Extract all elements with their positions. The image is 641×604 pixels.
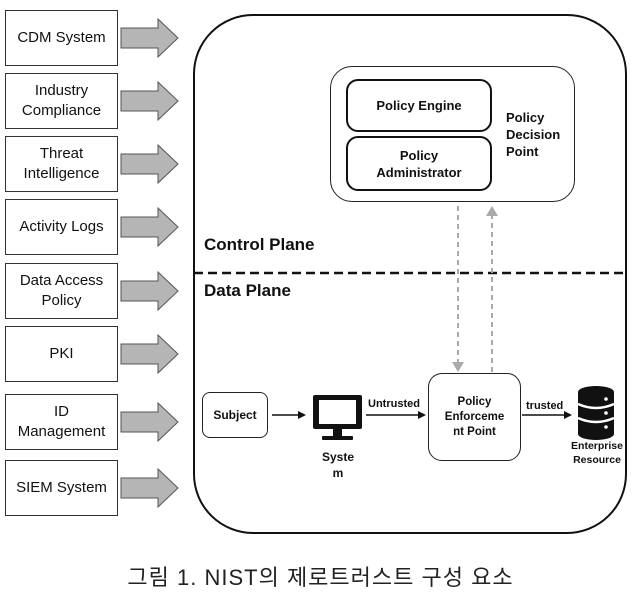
gray-arrow-icon — [120, 334, 179, 374]
policy-administrator-label: Policy Administrator — [376, 147, 462, 180]
gray-arrow-icon — [120, 402, 179, 442]
source-data-access-policy: Data Access Policy — [5, 263, 118, 319]
source-label: Activity Logs — [19, 218, 104, 235]
policy-engine-box: Policy Engine — [346, 79, 492, 132]
gray-arrow-icon — [120, 468, 179, 508]
source-activity-logs: Activity Logs — [5, 199, 118, 255]
pdp-to-pep-arrowhead — [452, 362, 464, 372]
policy-administrator-box: Policy Administrator — [346, 136, 492, 191]
source-cdm-system: CDM System — [5, 10, 118, 66]
gray-arrow-icon — [120, 271, 179, 311]
gray-arrow-icon — [120, 207, 179, 247]
source-id-management: ID Management — [5, 394, 118, 450]
gray-arrow-icon — [120, 18, 179, 58]
control-plane-label: Control Plane — [204, 235, 315, 254]
system-label: Syste m — [321, 450, 355, 480]
untrusted-label: Untrusted — [368, 398, 420, 410]
subject-label: Subject — [213, 408, 257, 422]
system-to-pep-arrowhead — [418, 411, 426, 419]
database-icon — [577, 386, 615, 440]
source-label: Industry Compliance — [21, 82, 102, 119]
source-threat-intelligence: Threat Intelligence — [5, 136, 118, 192]
gray-arrow-icon — [120, 81, 179, 121]
source-label: SIEM System — [16, 479, 107, 496]
enterprise-resource-label: Enterprise Resource — [571, 440, 623, 466]
gray-arrow-icon — [120, 144, 179, 184]
source-pki: PKI — [5, 326, 118, 382]
source-industry-compliance: Industry Compliance — [5, 73, 118, 129]
policy-engine-label: Policy Engine — [376, 98, 462, 113]
source-label: Data Access Policy — [19, 272, 104, 309]
figure-caption: 그림 1. NIST의 제로트러스트 구성 요소 — [127, 565, 514, 590]
source-label: ID Management — [17, 403, 106, 440]
source-siem-system: SIEM System — [5, 460, 118, 516]
source-label: Threat Intelligence — [23, 145, 100, 182]
pep-label: Policy Enforceme nt Point — [444, 395, 505, 438]
pep-to-pdp-arrowhead — [486, 206, 498, 216]
monitor-icon — [313, 395, 362, 440]
policy-decision-point-label: Policy Decision Point — [506, 110, 561, 159]
trusted-label: trusted — [526, 400, 564, 412]
data-plane-label: Data Plane — [204, 281, 291, 300]
policy-enforcement-point-box: Policy Enforceme nt Point — [428, 373, 521, 461]
pep-to-resource-arrowhead — [564, 411, 572, 419]
subject-to-system-arrowhead — [298, 411, 306, 419]
source-label: PKI — [49, 345, 74, 362]
subject-box: Subject — [202, 392, 268, 438]
source-label: CDM System — [17, 29, 106, 46]
